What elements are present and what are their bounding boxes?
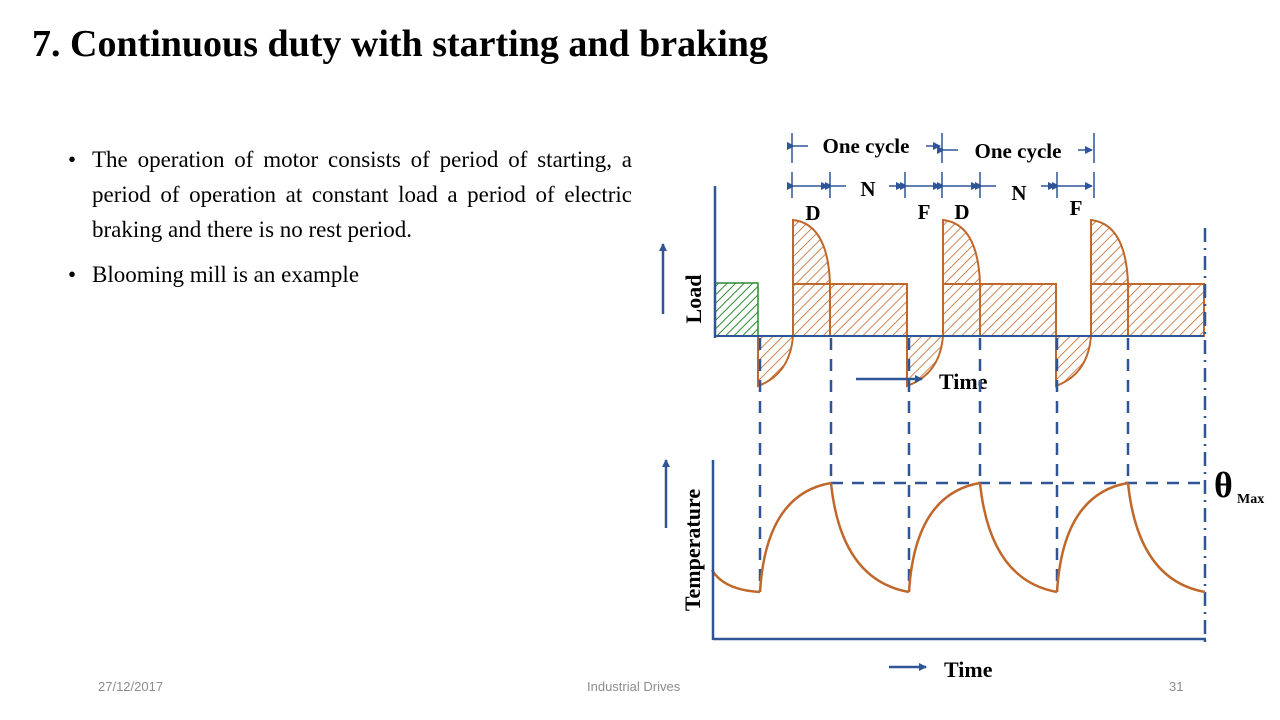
time-label-temperature: Time (944, 657, 993, 682)
period-label-n: N (860, 177, 875, 201)
temperature-curve (710, 481, 1206, 594)
load-block (942, 283, 981, 337)
footer-title: Industrial Drives (587, 679, 681, 694)
slide-title: 7. Continuous duty with starting and bra… (32, 23, 768, 65)
temperature-axis-label: Temperature (680, 489, 705, 611)
bullet-list: • The operation of motor consists of peri… (68, 142, 632, 302)
braking-lobe (1055, 335, 1093, 388)
cooling-segment (829, 482, 910, 594)
period-guides (758, 338, 1205, 592)
period-label-n: N (1011, 181, 1026, 205)
load-profile (757, 218, 1205, 388)
load-block (829, 283, 908, 337)
cycle-label: One cycle (975, 139, 1062, 163)
period-label-d: D (805, 201, 820, 225)
bullet-glyph: • (68, 262, 77, 287)
cycle-label: One cycle (823, 134, 910, 158)
footer-page-number: 31 (1169, 679, 1184, 694)
bullet-item: • Blooming mill is an example (68, 257, 632, 292)
load-block (979, 283, 1057, 337)
bullet-text: Blooming mill is an example (92, 262, 360, 287)
heating-segment (907, 481, 981, 593)
theta-symbol: θ (1214, 465, 1233, 505)
cooling-segment (710, 569, 761, 594)
cycle-dimensions (787, 133, 1095, 198)
load-block (792, 283, 831, 337)
heating-segment (758, 481, 832, 593)
bullet-glyph: • (68, 147, 77, 172)
period-label-d: D (954, 200, 969, 224)
braking-lobe (757, 335, 795, 388)
load-block (1127, 283, 1205, 337)
period-label-f: F (918, 200, 931, 224)
load-block (1090, 283, 1129, 337)
period-label-f: F (1070, 196, 1083, 220)
bullet-text: The operation of motor consists of perio… (92, 147, 632, 242)
initial-load-block (714, 282, 759, 337)
footer-date: 27/12/2017 (98, 679, 164, 694)
cooling-segment (978, 482, 1058, 594)
load-axis-label: Load (681, 275, 706, 324)
theta-subscript: Max (1237, 492, 1264, 507)
cooling-segment (1126, 482, 1206, 594)
bullet-item: • The operation of motor consists of peri… (68, 142, 632, 247)
heating-segment (1055, 481, 1129, 593)
